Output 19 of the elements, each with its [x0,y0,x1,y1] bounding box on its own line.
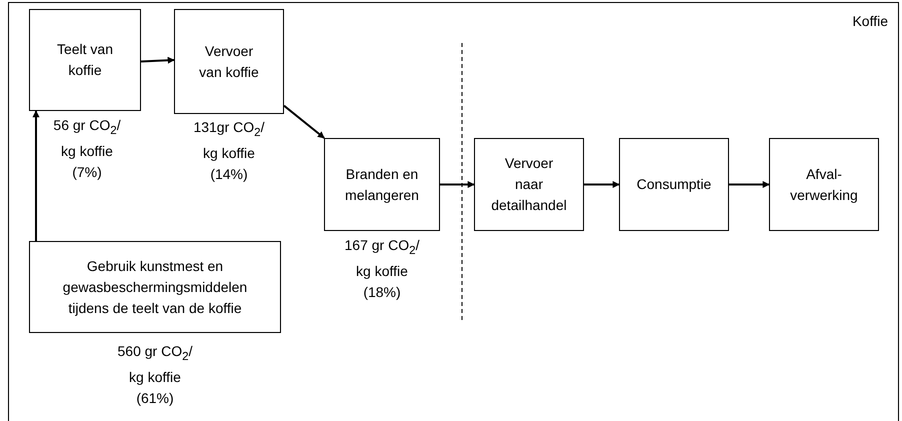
process-box: Gebruik kunstmest en gewasbeschermingsmiddelen tijdens de teelt van de koffie [29,241,281,333]
process-box: Vervoer naar detailhandel [474,138,584,231]
process-box: Consumptie [619,138,729,231]
process-box: Vervoer van koffie [174,9,284,114]
emission-note: 131gr CO$_{2}$/ kg koffie (14%) [192,118,266,184]
frame-title: Koffie [852,13,888,29]
arrow [729,181,770,188]
arrow [283,104,325,139]
process-box: Afval- verwerking [769,138,879,231]
emission-note: 560 gr CO$_{2}$/ kg koffie (61%) [116,342,194,408]
frame [8,2,899,421]
arrow [32,110,40,241]
emission-note: 167 gr CO$_{2}$/ kg koffie (18%) [344,236,420,302]
arrow [440,181,475,188]
process-box: Teelt van koffie [29,9,141,111]
process-box: Branden en melangeren [324,138,440,231]
arrow [140,56,175,64]
emission-note: 56 gr CO$_{2}$/ kg koffie (7%) [52,116,122,182]
arrow [584,181,620,188]
